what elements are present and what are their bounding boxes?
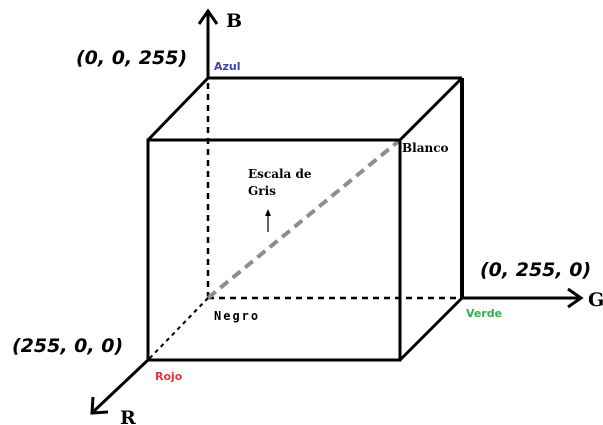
grayscale-arrow-head xyxy=(265,209,271,216)
cube-edge-depth-bottom-right xyxy=(398,296,464,362)
r-axis-arrowhead xyxy=(90,396,109,415)
green-coordinate: (0, 255, 0) xyxy=(480,259,591,281)
r-axis-hidden xyxy=(147,297,209,361)
grayscale-label-line1: Escala de xyxy=(248,167,312,181)
grayscale-label-line2: Gris xyxy=(248,184,276,198)
cube-edge-depth-top-right xyxy=(398,76,464,142)
g-axis-label: G xyxy=(588,289,603,311)
r-axis-label: R xyxy=(120,407,136,425)
b-axis-arrowhead xyxy=(197,8,219,25)
corner-label-rojo: Rojo xyxy=(155,370,183,383)
corner-label-negro: Negro xyxy=(214,309,260,323)
g-axis-arrowhead xyxy=(567,287,584,309)
cube-front-face xyxy=(146,138,402,362)
blue-coordinate: (0, 0, 255) xyxy=(76,47,187,69)
grayscale-diagonal xyxy=(206,138,402,300)
corner-label-verde: Verde xyxy=(466,307,502,320)
b-axis-label: B xyxy=(226,10,242,32)
r-axis xyxy=(92,358,150,413)
corner-label-blanco: Blanco xyxy=(402,141,449,155)
cube-edge-depth-top-left xyxy=(146,76,210,142)
corner-label-azul: Azul xyxy=(214,60,241,73)
red-coordinate: (255, 0, 0) xyxy=(12,335,123,357)
